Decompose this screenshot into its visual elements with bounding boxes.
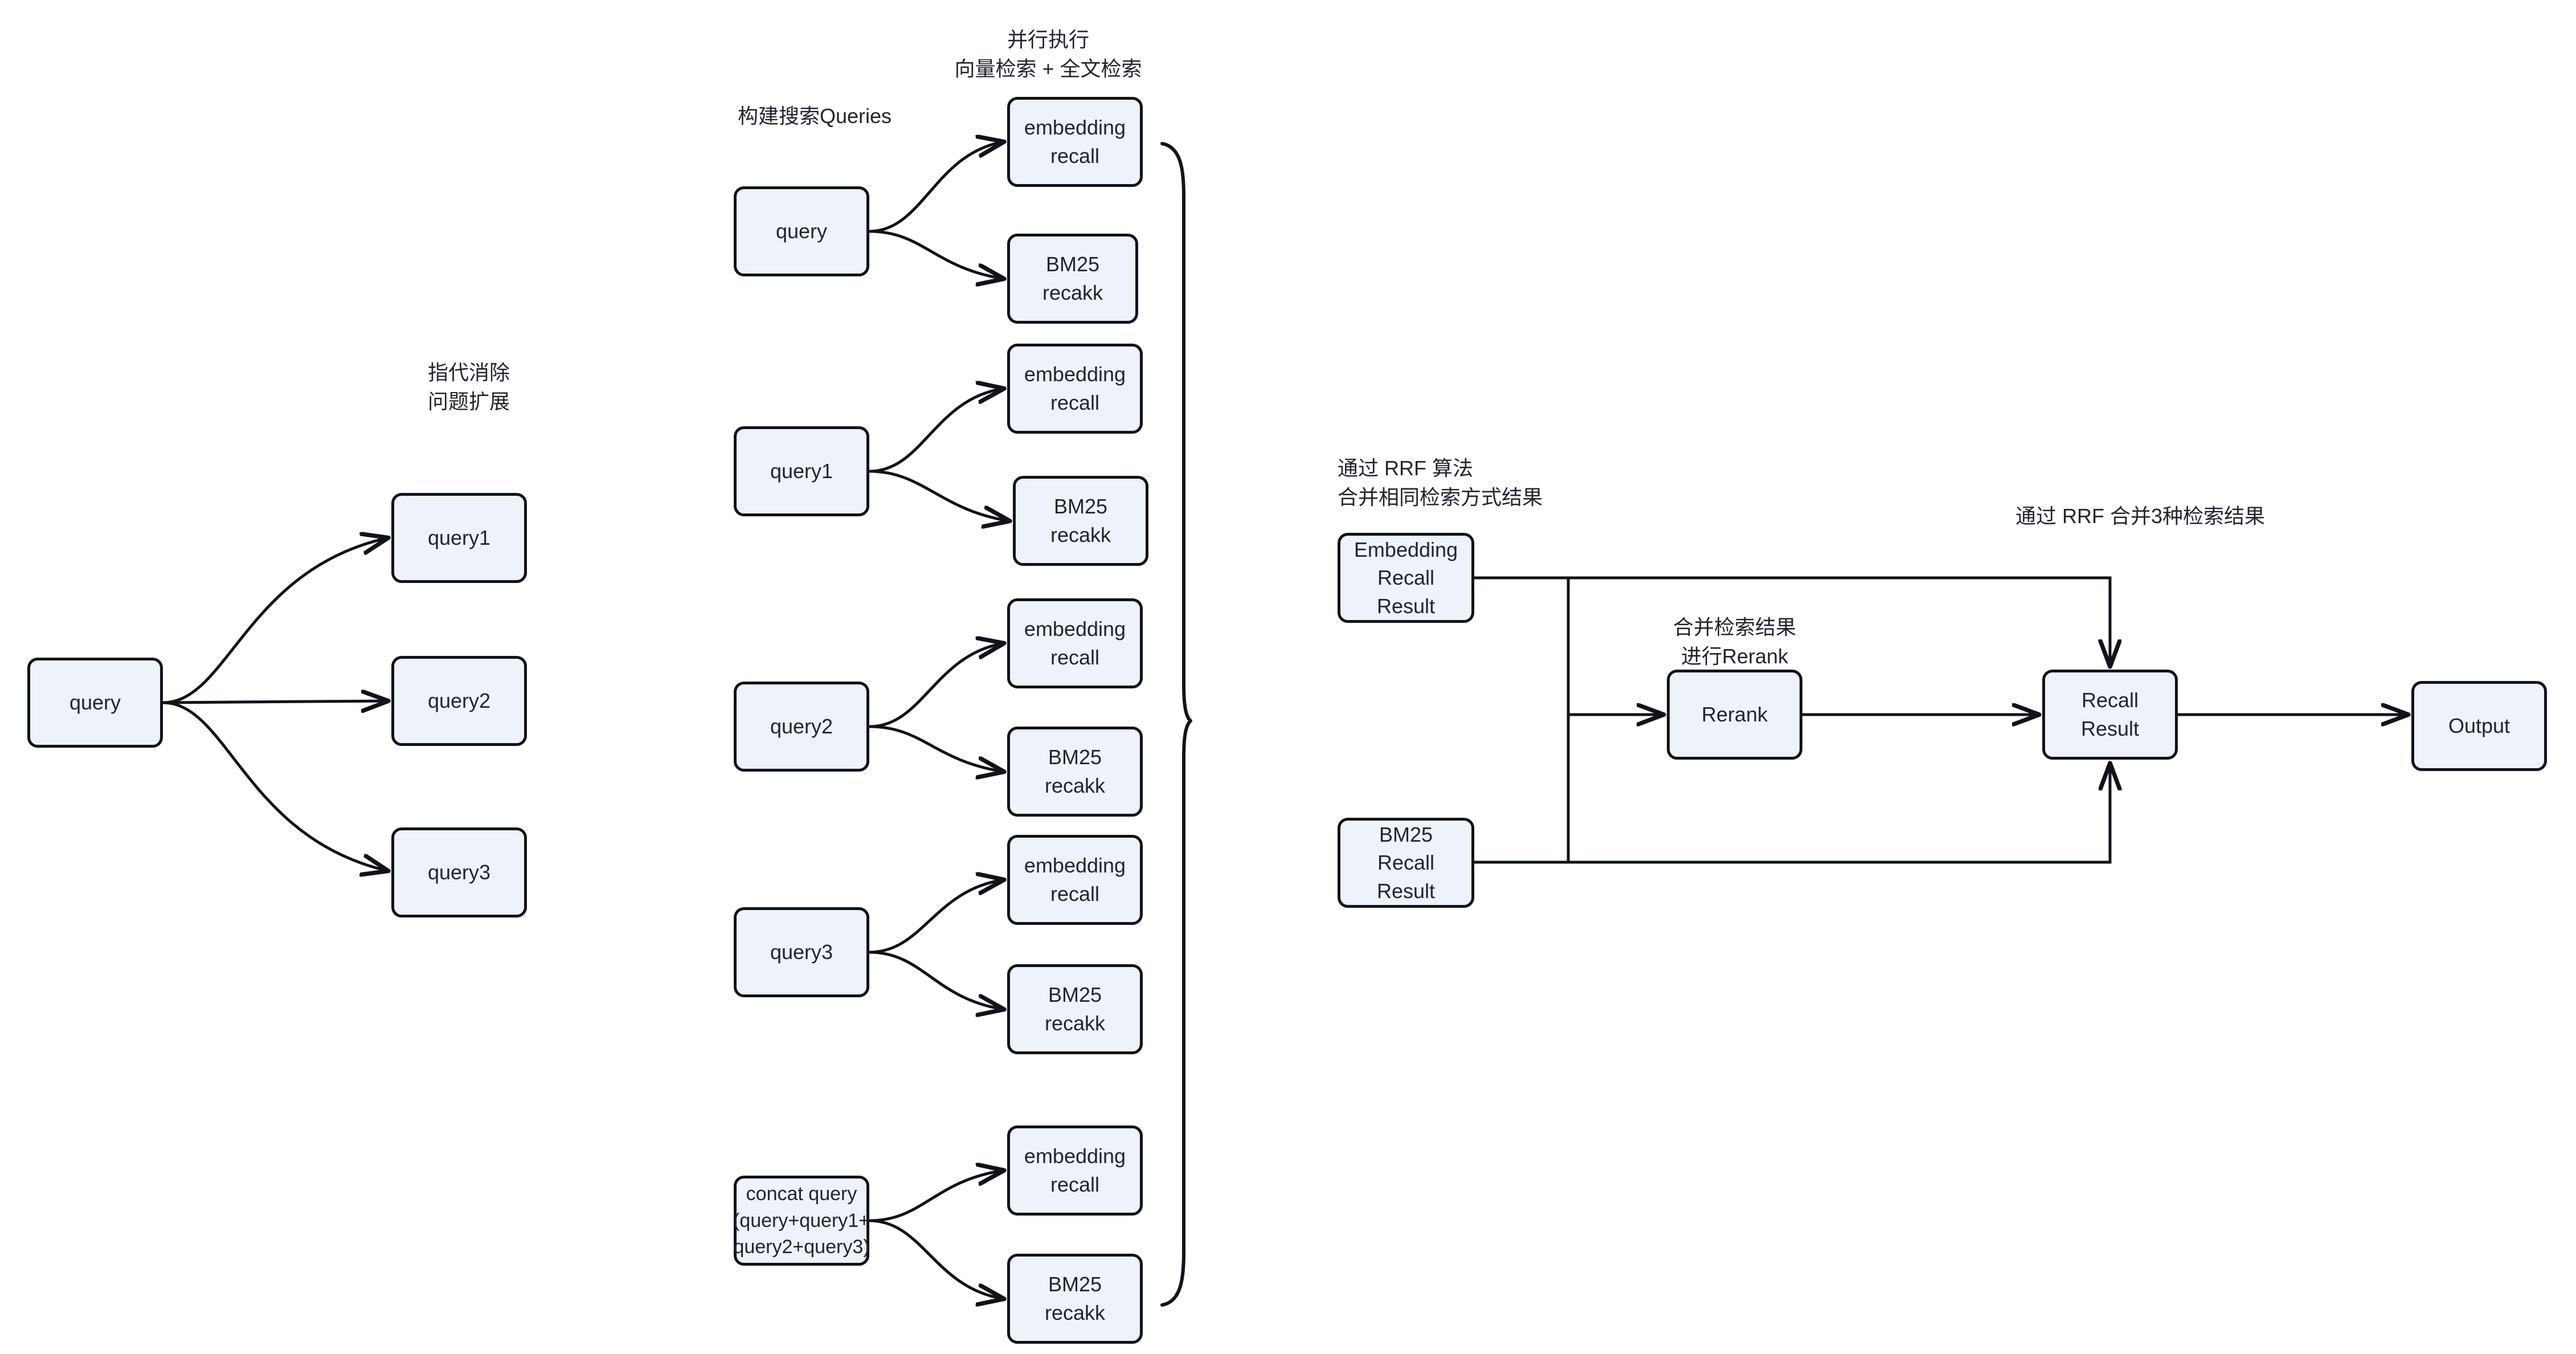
node-bm25-recall-3[interactable]: BM25 recakk [1007,727,1143,817]
node-bm25-recall-4[interactable]: BM25 recakk [1007,964,1143,1054]
node-query3-left[interactable]: query3 [391,827,527,917]
note-merge-rerank: 合并检索结果 进行Rerank [1673,615,1796,668]
node-query-root[interactable]: query [27,658,163,748]
node-rerank[interactable]: Rerank [1667,670,1802,760]
node-bm25-recall-2[interactable]: BM25 recakk [1013,476,1148,566]
grouping-brace-path [1160,142,1192,1307]
node-q-query2[interactable]: query2 [734,682,869,772]
node-q-query[interactable]: query [734,186,869,276]
node-embedding-recall-result[interactable]: Embedding Recall Result [1338,533,1474,623]
node-embedding-recall-5[interactable]: embedding recall [1007,1125,1143,1216]
note-parallel: 并行执行 向量检索 + 全文检索 [954,28,1142,81]
node-embedding-recall-1[interactable]: embedding recall [1007,97,1143,187]
node-q-query3[interactable]: query3 [734,907,869,997]
node-query1-left[interactable]: query1 [391,493,527,583]
node-bm25-recall-result[interactable]: BM25 Recall Result [1338,818,1474,908]
note-rrf-same-method: 通过 RRF 算法 合并相同检索方式结果 [1338,456,1543,509]
node-recall-result[interactable]: Recall Result [2042,670,2178,760]
node-q-concat-query[interactable]: concat query (query+query1+ query2+query… [733,1176,870,1266]
note-rrf-three-results: 通过 RRF 合并3种检索结果 [2015,504,2266,528]
node-embedding-recall-3[interactable]: embedding recall [1007,598,1143,688]
node-query2-left[interactable]: query2 [391,656,527,746]
note-build-queries: 构建搜索Queries [738,104,892,128]
node-q-query1[interactable]: query1 [734,426,869,516]
node-bm25-recall-5[interactable]: BM25 recakk [1007,1254,1143,1344]
node-embedding-recall-2[interactable]: embedding recall [1007,344,1143,434]
node-bm25-recall-1[interactable]: BM25 recakk [1007,234,1138,324]
node-embedding-recall-4[interactable]: embedding recall [1007,835,1143,925]
node-output[interactable]: Output [2411,681,2547,771]
note-rewrite: 指代消除 问题扩展 [427,361,510,414]
